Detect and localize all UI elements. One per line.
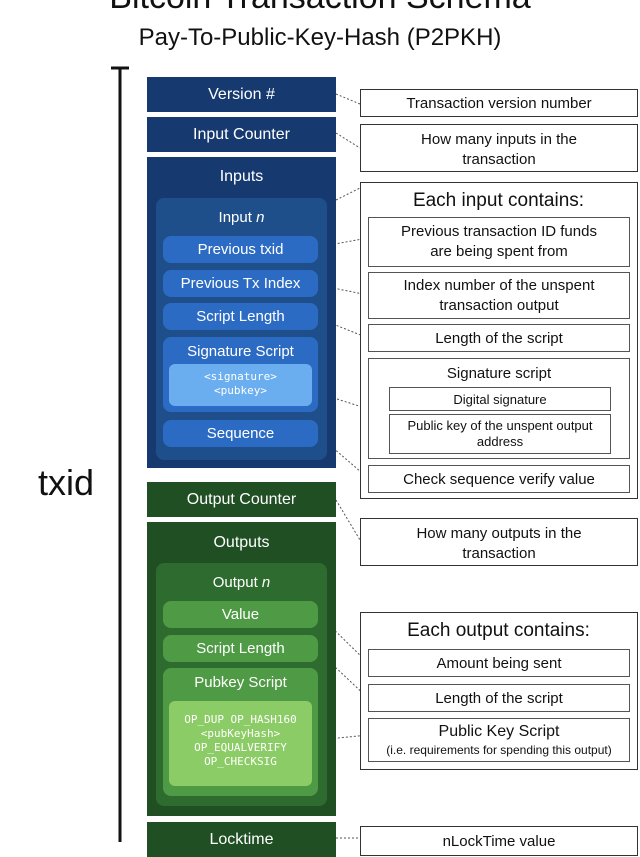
- output-script-length-description: Length of the script: [368, 684, 630, 712]
- input-script-length-description: Length of the script: [368, 324, 630, 352]
- txid-bracket: [111, 66, 129, 842]
- signature-script-label: Signature Script: [187, 342, 294, 360]
- outputs-heading: Outputs: [213, 534, 270, 551]
- pubkey-unspent-line-1: Public key of the unspent output: [407, 418, 593, 433]
- output-n-variable: n: [261, 573, 271, 591]
- input-n-heading: Input n: [156, 206, 327, 228]
- output-counter-field: Output Counter: [147, 482, 336, 517]
- index-desc-line-1: Index number of the unspent: [403, 277, 595, 294]
- input-counter-field: Input Counter: [147, 117, 336, 152]
- input-counter-desc-line-2: transaction: [462, 151, 536, 168]
- locktime-description: nLockTime value: [360, 826, 638, 856]
- pk-code-line-3: OP_EQUALVERIFY: [194, 741, 287, 754]
- diagram-title: Bitcoin Transaction Schema: [0, 0, 640, 17]
- version-description: Transaction version number: [360, 89, 638, 117]
- value-field: Value: [163, 601, 318, 628]
- signature-script-block: Signature Script <signature> <pubkey>: [163, 337, 318, 412]
- output-n-label: Output: [212, 573, 258, 591]
- pubkey-unspent-description: Public key of the unspent output address: [389, 414, 611, 454]
- prev-txid-description: Previous transaction ID funds are being …: [368, 217, 630, 267]
- signature-script-desc-title: Signature script: [446, 364, 552, 382]
- input-script-length-field: Script Length: [163, 303, 318, 330]
- locktime-field: Locktime: [147, 822, 336, 857]
- each-input-heading: Each input contains:: [412, 190, 585, 211]
- prev-txid-desc-line-2: are being spent from: [430, 243, 568, 260]
- txid-label: txid: [38, 462, 95, 503]
- pubkey-unspent-line-2: address: [476, 434, 524, 449]
- input-counter-description: How many inputs in the transaction: [360, 124, 638, 172]
- input-n-variable: n: [256, 208, 265, 226]
- sequence-field: Sequence: [163, 420, 318, 447]
- sig-code-line-1: <signature>: [204, 370, 277, 383]
- pubkey-script-block: Pubkey Script OP_DUP OP_HASH160 <pubKeyH…: [163, 668, 318, 796]
- pubkey-script-label: Pubkey Script: [194, 673, 287, 691]
- version-field: Version #: [147, 77, 336, 112]
- pubkey-script-description: Public Key Script (i.e. requirements for…: [368, 718, 630, 762]
- diagram-subtitle: Pay-To-Public-Key-Hash (P2PKH): [138, 24, 502, 51]
- prev-txid-desc-line-1: Previous transaction ID funds: [401, 223, 597, 240]
- prev-tx-index-description: Index number of the unspent transaction …: [368, 272, 630, 319]
- prev-tx-index-field: Previous Tx Index: [163, 270, 318, 297]
- output-counter-desc-line-1: How many outputs in the: [416, 525, 582, 542]
- inputs-heading: Inputs: [219, 168, 264, 185]
- output-script-length-field: Script Length: [163, 635, 318, 662]
- pk-code-line-1: OP_DUP OP_HASH160: [184, 713, 297, 726]
- each-output-heading: Each output contains:: [407, 620, 590, 641]
- prev-txid-field: Previous txid: [163, 236, 318, 263]
- pk-code-line-4: OP_CHECKSIG: [204, 755, 277, 768]
- pk-script-desc-title: Public Key Script: [438, 723, 560, 740]
- sequence-description: Check sequence verify value: [368, 465, 630, 493]
- pk-code-line-2: <pubKeyHash>: [200, 727, 281, 740]
- amount-description: Amount being sent: [368, 649, 630, 677]
- digital-signature-description: Digital signature: [389, 387, 611, 411]
- sig-code-line-2: <pubkey>: [214, 384, 267, 397]
- output-counter-desc-line-2: transaction: [462, 545, 536, 562]
- signature-script-code: <signature> <pubkey>: [169, 364, 312, 406]
- pubkey-script-code: OP_DUP OP_HASH160 <pubKeyHash> OP_EQUALV…: [169, 701, 312, 786]
- input-counter-desc-line-1: How many inputs in the: [421, 131, 577, 148]
- output-counter-description: How many outputs in the transaction: [360, 518, 638, 566]
- input-n-label: Input: [218, 208, 252, 226]
- output-n-heading: Output n: [156, 571, 327, 593]
- pk-script-desc-sub: (i.e. requirements for spending this out…: [386, 743, 612, 757]
- index-desc-line-2: transaction output: [439, 297, 559, 314]
